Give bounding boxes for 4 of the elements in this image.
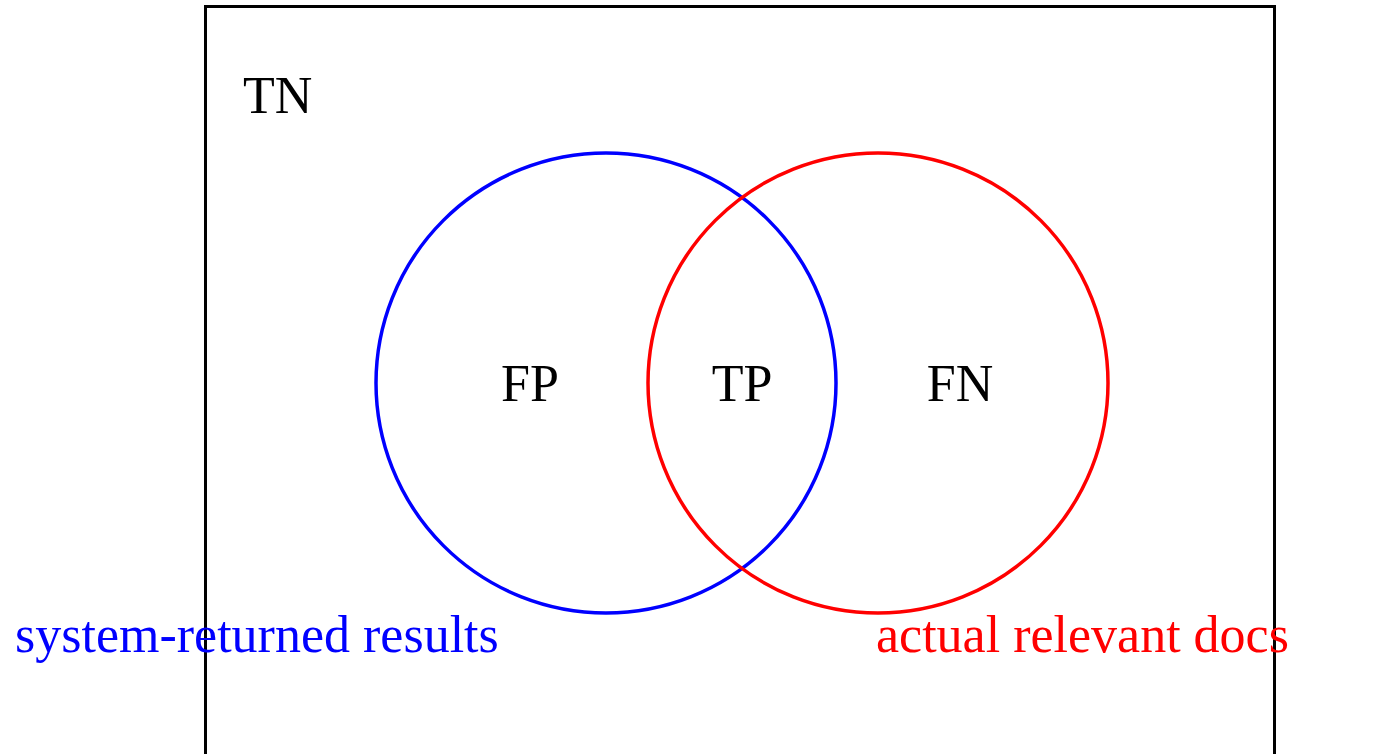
region-label: TP <box>711 358 773 410</box>
region-label: TN <box>243 70 313 122</box>
region-label: FP <box>501 358 559 410</box>
region-label: FN <box>926 358 994 410</box>
